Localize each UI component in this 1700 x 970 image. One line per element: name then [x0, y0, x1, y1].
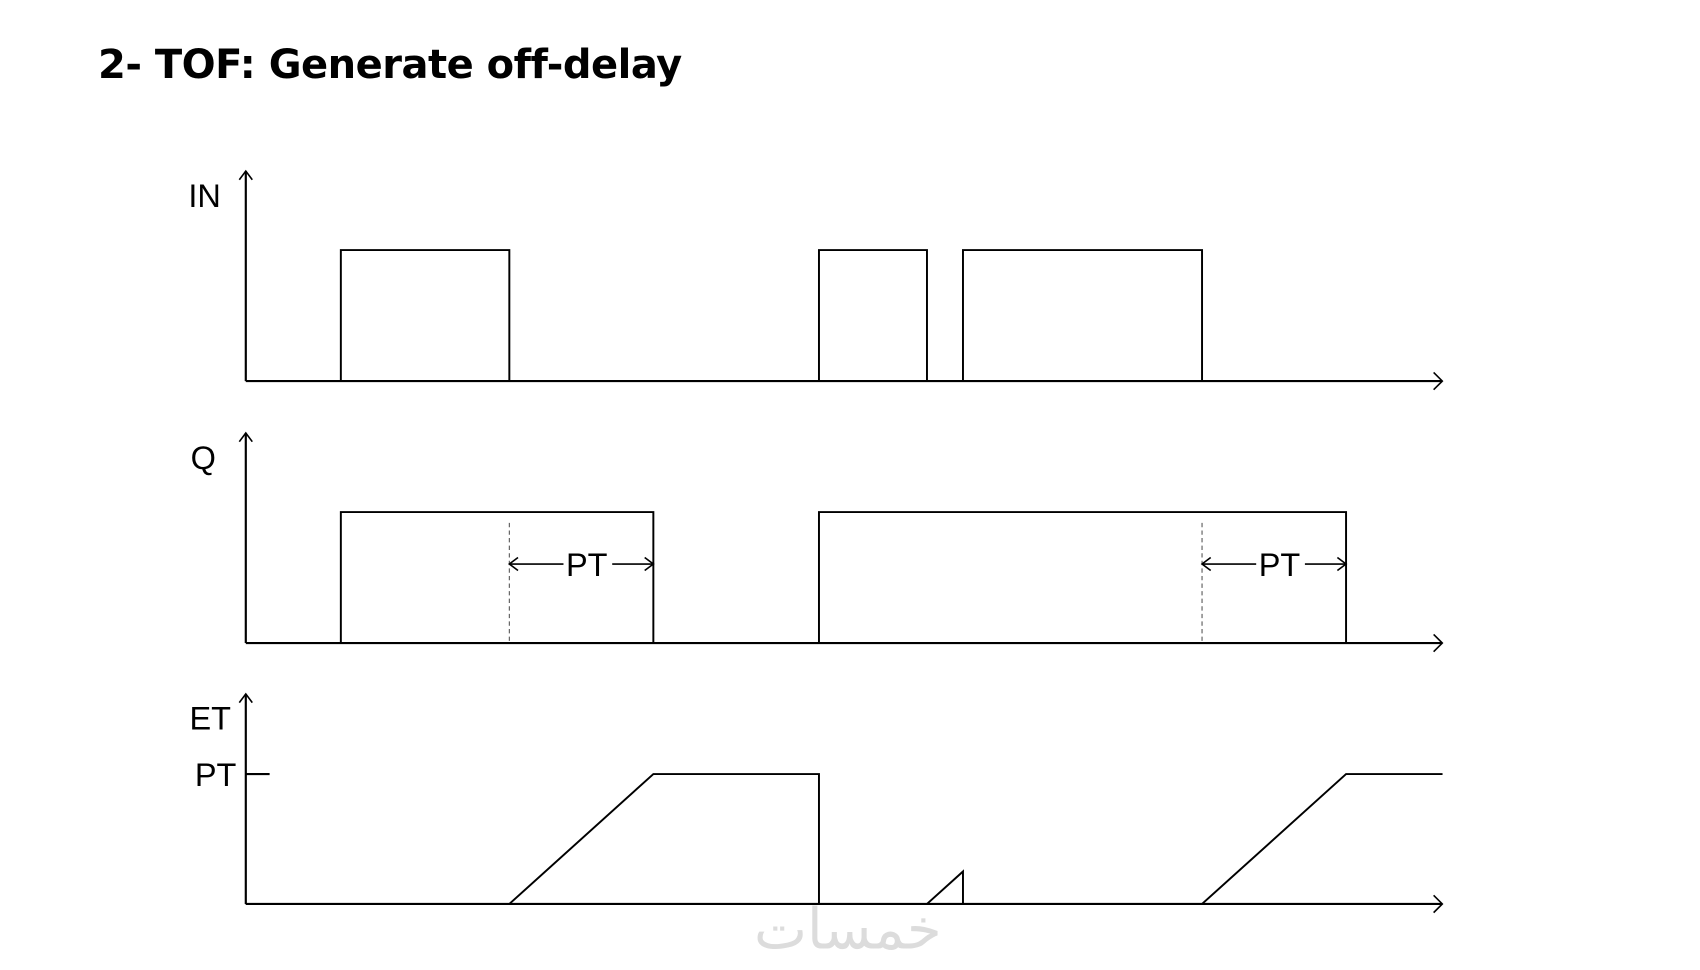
pt-tick-label: PT: [195, 757, 237, 793]
time-axis-arrow-icon: [1433, 371, 1444, 391]
arrow-right-icon: [1336, 556, 1348, 572]
arrow-left-icon: [507, 556, 519, 572]
pulse: [817, 511, 1348, 644]
arrow-right-icon: [644, 556, 655, 572]
pulse: [339, 249, 511, 382]
pulse: [339, 511, 655, 644]
pulse: [962, 249, 1204, 382]
et-curve: [245, 773, 1443, 905]
time-axis-arrow-icon: [1433, 633, 1444, 653]
signal-label-in: IN: [188, 178, 220, 214]
pt-annotation-label: PT: [566, 547, 608, 583]
pulse: [817, 249, 928, 382]
signal-axis-arrow-icon: [238, 169, 253, 181]
signal-axis-arrow-icon: [238, 431, 253, 443]
arrow-left-icon: [1200, 556, 1212, 572]
pt-annotation-label: PT: [1259, 547, 1301, 583]
signal-label-q: Q: [191, 440, 216, 476]
watermark-logo: خمسات: [754, 897, 942, 962]
signal-label-et: ET: [189, 701, 231, 737]
time-axis-arrow-icon: [1433, 894, 1444, 914]
page-title: 2- TOF: Generate off-delay: [98, 42, 682, 88]
signal-axis-arrow-icon: [238, 692, 253, 704]
